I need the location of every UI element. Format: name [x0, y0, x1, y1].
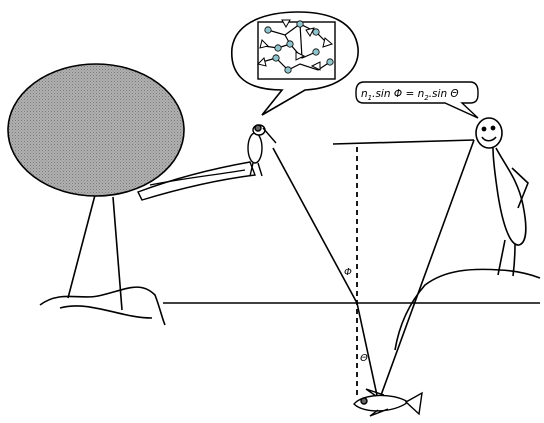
bird	[247, 124, 277, 177]
eq-left-rest: .sin Φ =	[372, 88, 417, 100]
tree-branch-upper	[149, 169, 246, 186]
particle-dot	[286, 40, 294, 48]
particle-dots	[264, 20, 334, 74]
light-rays	[272, 139, 475, 401]
person-body	[492, 147, 527, 246]
fish-fin-bottom	[369, 408, 389, 417]
fish-tail	[404, 391, 423, 416]
person-leg-left	[497, 239, 506, 276]
person-head	[475, 117, 503, 149]
ray-person-top	[332, 139, 475, 145]
fish-eye	[360, 397, 368, 405]
person	[475, 117, 529, 277]
eq-n1-sub: 1	[368, 94, 372, 102]
particle-dot	[272, 54, 280, 62]
particle-dot	[296, 20, 304, 28]
particle-dot	[312, 48, 320, 56]
angle-theta-label: Θ	[360, 353, 368, 364]
ray-person-apparent	[379, 139, 475, 399]
bird-thought-bubble	[230, 11, 359, 116]
bird-leg-right	[257, 162, 263, 177]
eq-n1: n	[361, 88, 368, 100]
left-bank	[39, 286, 166, 326]
bird-leg-left	[249, 162, 254, 177]
tree-trunk-left	[67, 194, 96, 299]
fish	[353, 388, 423, 417]
person-leg-right	[512, 243, 516, 277]
person-arm	[511, 167, 529, 209]
person-smile	[481, 136, 497, 142]
bird-body	[247, 132, 263, 164]
tree	[7, 63, 256, 311]
particle-dot	[284, 66, 292, 74]
equation-bubble: n1.sin Φ = n2.sin Θ	[355, 81, 479, 119]
eq-n2-sub: 2	[424, 94, 429, 102]
bird-beak	[262, 127, 277, 144]
particle-dot	[264, 26, 272, 34]
person-eye-left	[481, 126, 487, 132]
tree-crown	[7, 63, 185, 197]
person-eye-right	[490, 125, 496, 131]
particle-triangles	[257, 19, 333, 71]
particle-dot	[274, 44, 282, 52]
bird-eye	[254, 124, 262, 132]
particle-dot	[312, 28, 320, 36]
equation-text: n1.sin Φ = n2.sin Θ	[361, 88, 459, 102]
tree-trunk-right	[112, 196, 123, 311]
eq-right-rest: .sin Θ	[429, 88, 460, 100]
equation-bubble-outline	[355, 81, 479, 119]
angle-phi-label: Φ	[344, 267, 352, 278]
particle-dot	[326, 58, 334, 66]
right-bank	[394, 268, 541, 351]
eq-n2: n	[418, 88, 425, 100]
ray-bird-to-surface	[272, 147, 358, 304]
fish-fin-top	[365, 388, 385, 397]
ray-surface-to-fish	[356, 302, 379, 401]
ground	[39, 268, 541, 351]
left-bank-lower	[59, 305, 153, 319]
